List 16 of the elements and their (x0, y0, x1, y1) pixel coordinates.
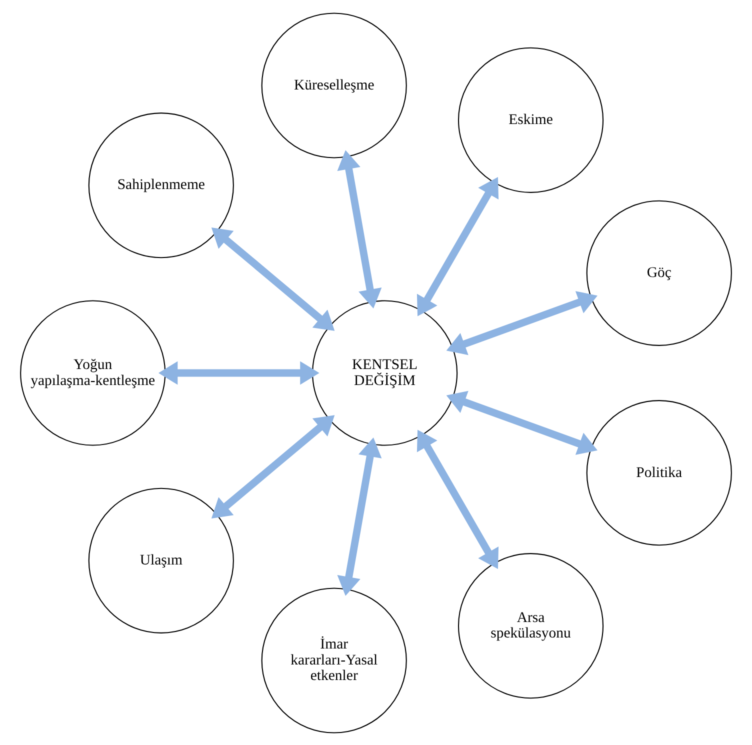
arrow (211, 227, 335, 330)
arrow (416, 429, 499, 569)
arrow (446, 390, 598, 454)
node-circle: Politika (586, 400, 732, 546)
node-circle: Göç (586, 200, 732, 346)
node-circle: Arsa spekülasyonu (458, 552, 604, 698)
node-circle: Yoğun yapılaşma-kentleşme (20, 300, 166, 446)
arrow (158, 360, 320, 384)
arrow (416, 176, 499, 316)
node-circle: Küreselleşme (261, 12, 407, 158)
node-circle: İmar kararları-Yasal etkenler (261, 587, 407, 733)
arrow (446, 290, 598, 355)
node-circle: Eskime (458, 46, 604, 192)
arrow (211, 414, 335, 518)
arrow (337, 150, 382, 308)
arrow (337, 436, 382, 596)
